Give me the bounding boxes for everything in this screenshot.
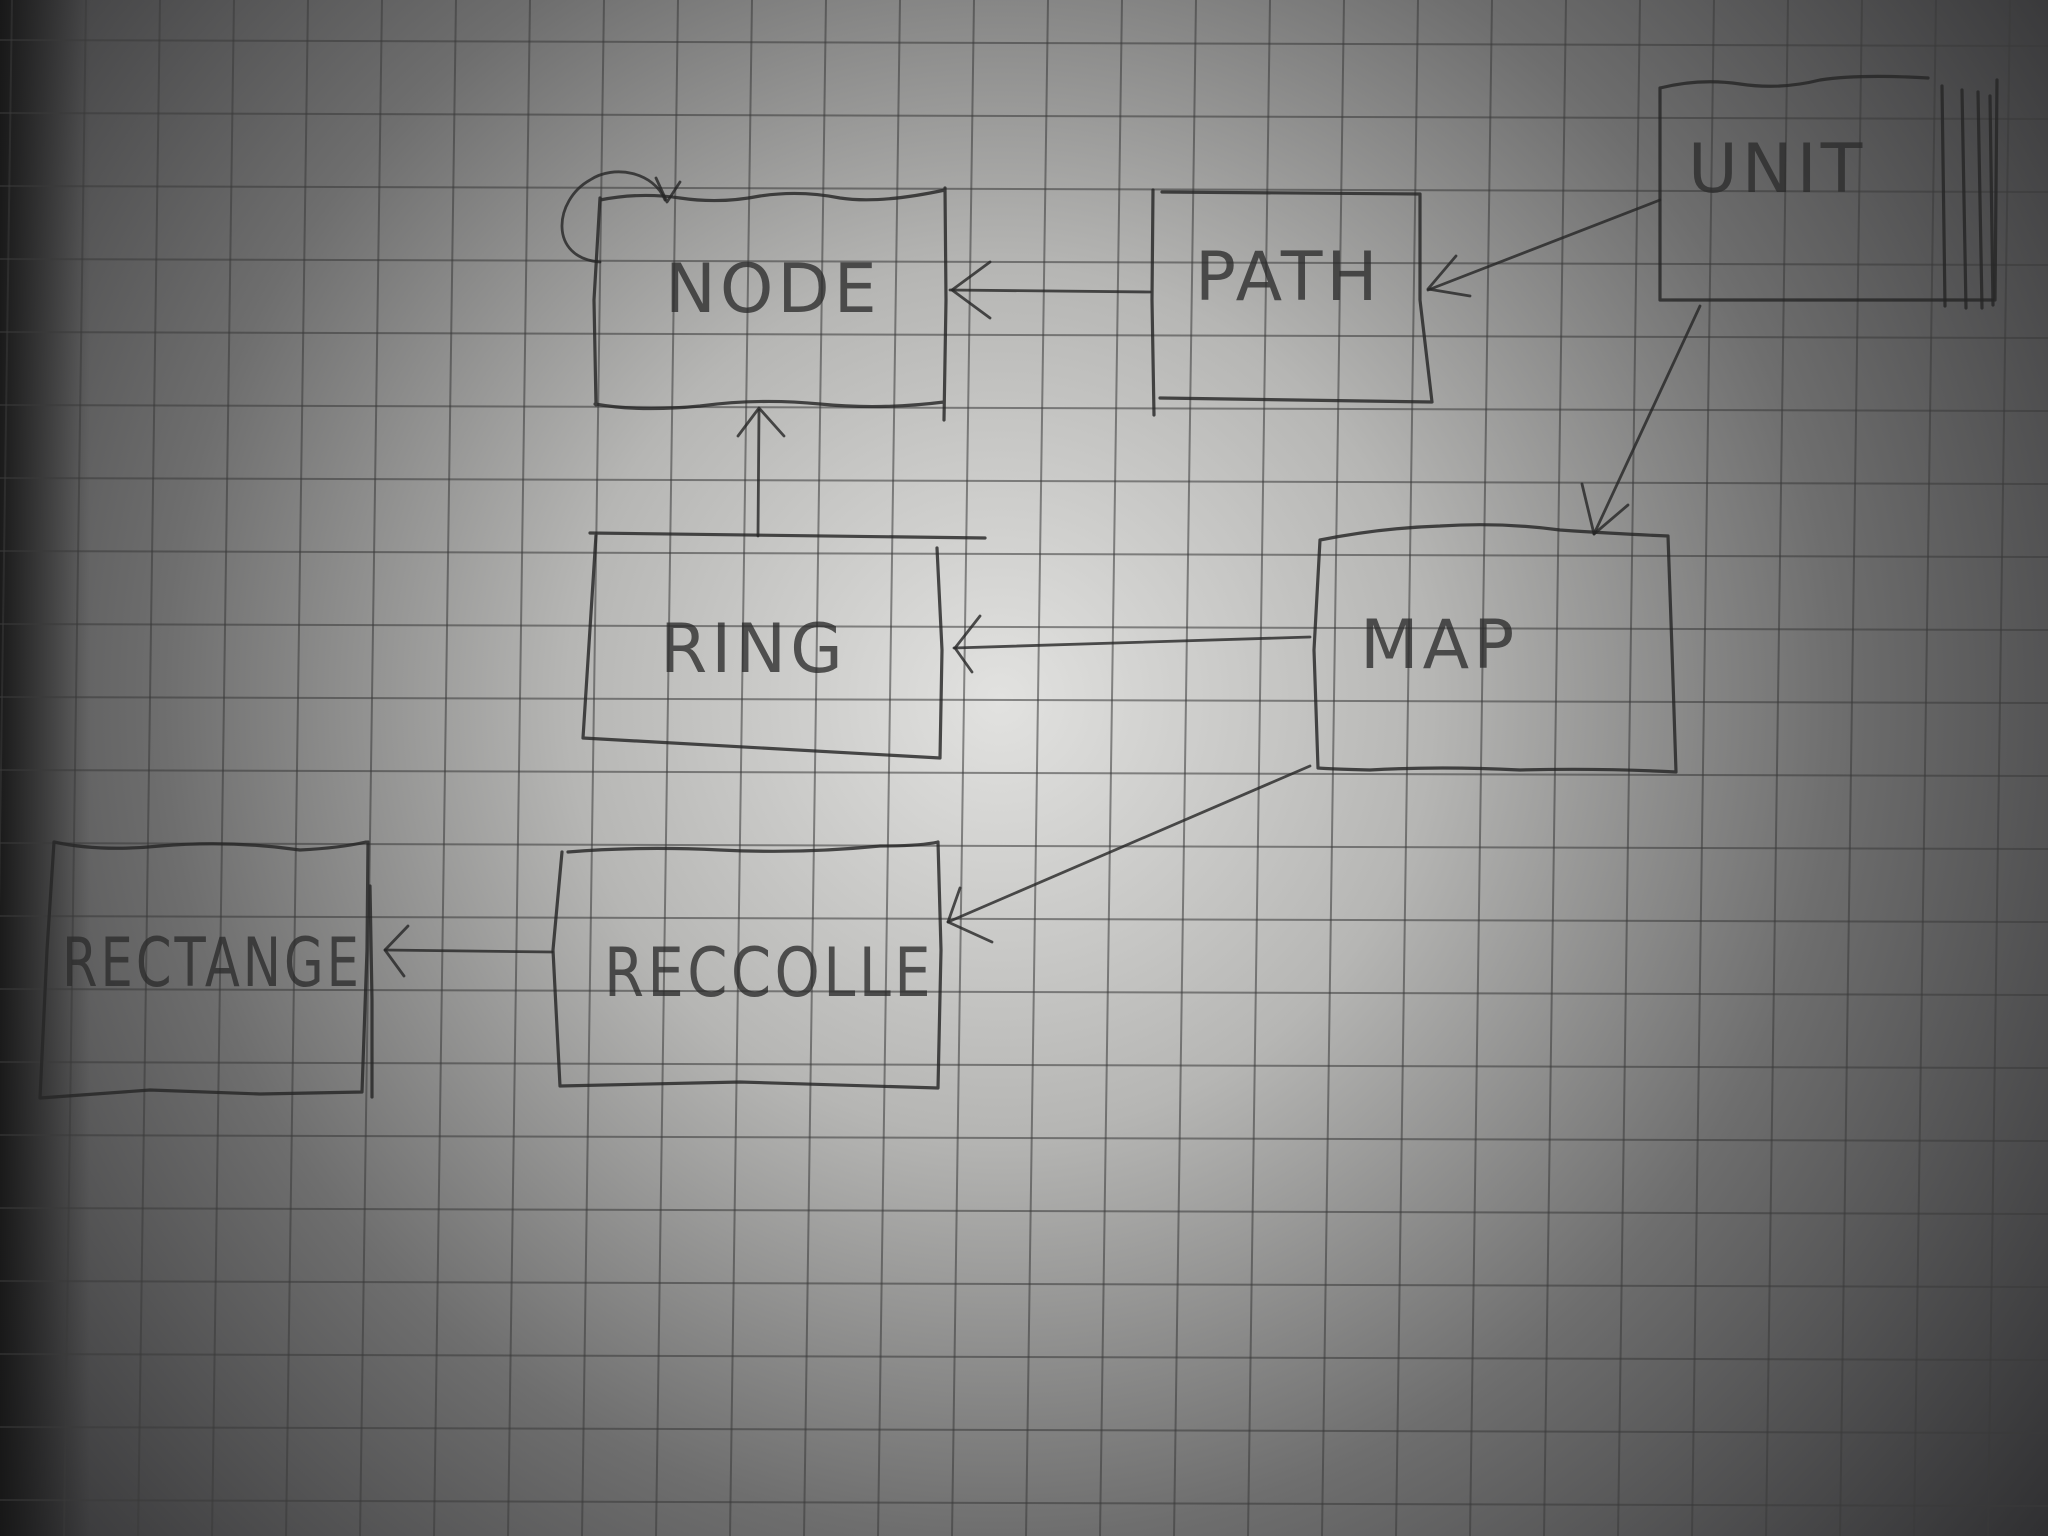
grid-line-vertical [1617,0,1641,1536]
grid-line-vertical [285,0,309,1536]
edge-ring-to-node [736,406,786,538]
grid-line-vertical [507,0,531,1536]
box-unit [1658,74,1999,310]
box-map [1312,523,1678,774]
box-rectange [38,840,374,1100]
grid-line-horizontal [0,988,2048,996]
edge-map-to-ring [952,614,1312,674]
edge-map-to-reccolle [946,764,1312,944]
grid-line-vertical [1247,0,1271,1536]
grid-line-horizontal [0,112,2048,120]
box-path [1150,188,1434,417]
grid-line-horizontal [0,623,2048,631]
grid-line-vertical [729,0,753,1536]
grid-line-vertical [63,0,87,1536]
grid-line-vertical [877,0,901,1536]
box-node [592,186,948,422]
grid-line-vertical [655,0,679,1536]
node-label-reccolle: RECCOLLE [604,934,934,1013]
node-label-ring: RING [660,610,847,689]
grid-line-horizontal [0,185,2048,193]
grid-line-horizontal [0,331,2048,339]
grid-line-vertical [803,0,827,1536]
grid-line-vertical [1691,0,1715,1536]
grid-line-horizontal [0,1426,2048,1434]
node-label-unit: UNIT [1688,130,1866,209]
grid-line-horizontal [0,696,2048,704]
node-label-path: PATH [1195,238,1382,317]
grid-line-vertical [211,0,235,1536]
grid-line-horizontal [0,1134,2048,1142]
grid-line-vertical [1987,0,2011,1536]
grid-line-vertical [137,0,161,1536]
left-edge-shadow [0,0,90,1536]
grid-line-vertical [581,0,605,1536]
grid-line-vertical [0,0,13,908]
edge-node-self-loop [560,170,682,264]
node-label-map: MAP [1360,606,1518,685]
edge-unit-to-map [1580,304,1702,536]
grid-line-horizontal [0,477,2048,485]
grid-line-vertical [1173,0,1197,1536]
grid-line-horizontal [0,404,2048,412]
grid-line-vertical [1839,0,1863,1536]
edge-unit-to-path [1426,198,1662,298]
grid-line-horizontal [0,1499,2048,1507]
grid-line-vertical [1913,0,1937,1536]
node-label-rectange: RECTANGE [62,924,362,1003]
grid-line-vertical [1099,0,1123,1536]
grid-line-horizontal [0,1207,2048,1215]
grid-line-horizontal [0,1353,2048,1361]
grid-line-vertical [1765,0,1789,1536]
grid-line-horizontal [0,1280,2048,1288]
grid-line-horizontal [0,550,2048,558]
grid-line-vertical [433,0,457,1536]
edge-path-to-node [948,260,1152,320]
grid-line-horizontal [0,39,2048,47]
grid-line-horizontal [0,1061,2048,1069]
grid-line-horizontal [0,258,2048,266]
node-label-node: NODE [665,250,881,329]
grid-line-vertical [1025,0,1049,1536]
grid-line-vertical [951,0,975,1536]
grid-line-horizontal [0,769,2048,777]
box-reccolle [551,840,943,1090]
box-ring [581,531,987,760]
edge-reccolle-to-rectange [383,924,554,978]
grid-line-horizontal [0,842,2048,850]
grid-line-vertical [359,0,383,1536]
grid-line-horizontal [0,915,2048,923]
